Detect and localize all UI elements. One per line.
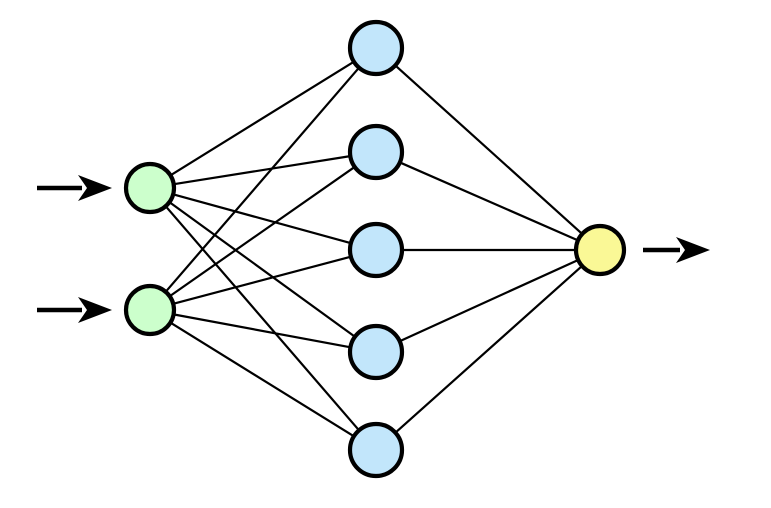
edge-i1-h4 — [167, 200, 358, 339]
input-arrow-2-head — [78, 297, 112, 323]
hidden-node-1[interactable] — [347, 19, 405, 77]
input-arrow-1 — [37, 175, 112, 201]
edge-i1-h1 — [168, 59, 357, 178]
edge-i2-h2 — [167, 164, 358, 299]
nodes-group — [123, 19, 627, 479]
output-arrow-1 — [643, 237, 710, 263]
edge-i2-h3 — [170, 255, 354, 306]
io-arrows-group — [37, 175, 710, 323]
hidden-node-4[interactable] — [347, 323, 405, 381]
edge-h1-o1 — [393, 63, 585, 237]
edge-h4-o1 — [397, 258, 581, 343]
edge-i1-h5 — [163, 203, 362, 433]
input-node-1[interactable] — [123, 161, 177, 215]
edges-group — [163, 59, 585, 439]
edge-i1-h2 — [171, 154, 353, 186]
edge-h2-o1 — [397, 160, 581, 243]
input-arrow-1-head — [78, 175, 112, 201]
hidden-node-5[interactable] — [347, 421, 405, 479]
hidden-node-2[interactable] — [347, 123, 405, 181]
output-arrow-1-head — [676, 237, 710, 263]
edge-i2-h5 — [168, 320, 357, 439]
edge-h5-o1 — [393, 263, 585, 435]
edge-i2-h1 — [163, 65, 362, 295]
output-node-1[interactable] — [573, 223, 627, 277]
edge-i2-h4 — [171, 313, 354, 349]
hidden-node-3[interactable] — [347, 221, 405, 279]
input-arrow-2 — [37, 297, 112, 323]
input-node-2[interactable] — [123, 283, 177, 337]
edge-i1-h3 — [170, 192, 354, 245]
